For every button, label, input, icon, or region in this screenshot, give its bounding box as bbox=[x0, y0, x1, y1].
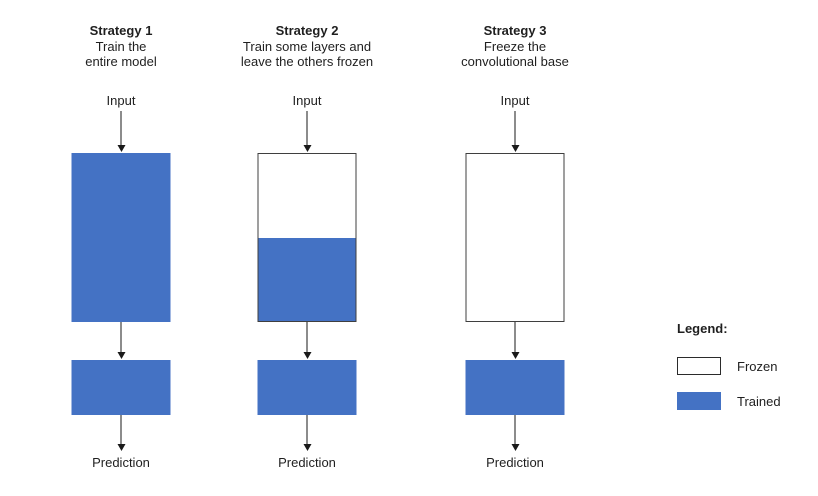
prediction-label: Prediction bbox=[278, 455, 336, 470]
arrow-head-icon bbox=[511, 444, 519, 451]
arrow-line bbox=[306, 415, 308, 444]
arrow-line bbox=[120, 322, 122, 352]
input-label: Input bbox=[500, 93, 530, 108]
arrow-head-icon bbox=[117, 352, 125, 359]
strategy-title: Strategy 1 bbox=[89, 23, 153, 38]
arrow-head-icon bbox=[303, 145, 311, 152]
arrow-head-icon bbox=[117, 444, 125, 451]
legend-item: Frozen bbox=[677, 357, 777, 375]
arrow-down-icon bbox=[303, 322, 312, 359]
arrow-down-icon bbox=[303, 415, 312, 451]
arrow-head-icon bbox=[511, 145, 519, 152]
arrow-head-icon bbox=[511, 352, 519, 359]
strategy-column-1: Strategy 1 Train the entire model Input … bbox=[21, 0, 221, 496]
strategy-subtitle-line: convolutional base bbox=[461, 54, 569, 69]
strategy-title: Strategy 3 bbox=[483, 23, 547, 38]
frozen-swatch bbox=[677, 357, 721, 375]
conv-base-box-trained bbox=[71, 153, 171, 322]
arrow-line bbox=[514, 111, 516, 145]
conv-base-box-partially-frozen bbox=[257, 153, 357, 322]
legend-item-label: Frozen bbox=[737, 358, 778, 374]
trained-section bbox=[258, 237, 356, 321]
input-label: Input bbox=[292, 93, 322, 108]
prediction-label: Prediction bbox=[92, 455, 150, 470]
prediction-label: Prediction bbox=[486, 455, 544, 470]
strategy-title: Strategy 2 bbox=[275, 23, 339, 38]
arrow-line bbox=[514, 322, 516, 352]
conv-base-box-frozen bbox=[465, 153, 565, 322]
classifier-box-trained bbox=[257, 360, 357, 415]
arrow-down-icon bbox=[303, 111, 312, 152]
strategy-header: Strategy 1 Train the entire model bbox=[21, 23, 221, 70]
arrow-head-icon bbox=[303, 444, 311, 451]
input-label: Input bbox=[106, 93, 136, 108]
strategy-subtitle-line: Train the bbox=[95, 38, 147, 54]
strategy-subtitle-line: entire model bbox=[85, 54, 157, 69]
arrow-down-icon bbox=[511, 415, 520, 451]
arrow-line bbox=[120, 415, 122, 444]
arrow-down-icon bbox=[117, 111, 126, 152]
strategy-subtitle-line: leave the others frozen bbox=[240, 54, 374, 69]
arrow-head-icon bbox=[117, 145, 125, 152]
arrow-line bbox=[514, 415, 516, 444]
arrow-down-icon bbox=[511, 322, 520, 359]
trained-swatch bbox=[677, 392, 721, 410]
arrow-down-icon bbox=[117, 415, 126, 451]
legend-item-label: Trained bbox=[737, 393, 781, 409]
strategy-header: Strategy 2 Train some layers and leave t… bbox=[207, 23, 407, 70]
strategy-subtitle-line: Train some layers and bbox=[242, 38, 372, 54]
legend-item: Trained bbox=[677, 392, 781, 410]
arrow-down-icon bbox=[117, 322, 126, 359]
arrow-head-icon bbox=[303, 352, 311, 359]
arrow-line bbox=[120, 111, 122, 145]
strategy-column-3: Strategy 3 Freeze the convolutional base… bbox=[415, 0, 615, 496]
arrow-line bbox=[306, 111, 308, 145]
classifier-box-trained bbox=[71, 360, 171, 415]
arrow-down-icon bbox=[511, 111, 520, 152]
classifier-box-trained bbox=[465, 360, 565, 415]
strategy-column-2: Strategy 2 Train some layers and leave t… bbox=[207, 0, 407, 496]
arrow-line bbox=[306, 322, 308, 352]
strategy-subtitle-line: Freeze the bbox=[483, 38, 547, 54]
legend-title: Legend: bbox=[677, 321, 728, 336]
strategy-header: Strategy 3 Freeze the convolutional base bbox=[415, 23, 615, 70]
